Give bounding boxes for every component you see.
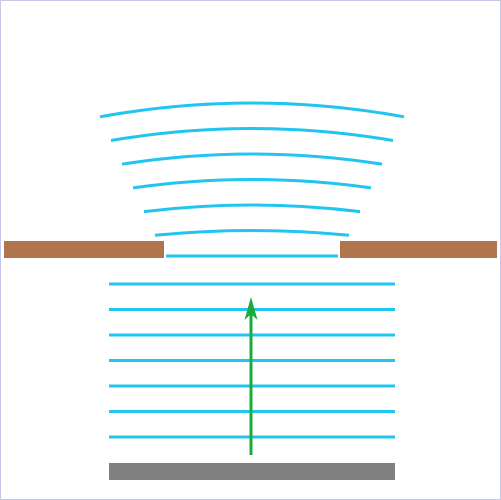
arrow-up-icon [244, 297, 258, 455]
wave-source-plate [109, 463, 395, 480]
diffracted-wavefront [99, 101, 405, 119]
diffracted-wavefront [121, 152, 383, 166]
diffracted-wavefront [143, 203, 361, 214]
barrier-left [4, 241, 164, 258]
propagation-arrow-head [244, 297, 258, 320]
diffracted-wavefront [110, 127, 394, 142]
slit-barrier [4, 241, 497, 258]
diffracted-wavefronts [99, 101, 405, 258]
diffracted-wavefront [154, 229, 350, 237]
barrier-right [340, 241, 497, 258]
diffracted-wavefront [132, 178, 372, 190]
